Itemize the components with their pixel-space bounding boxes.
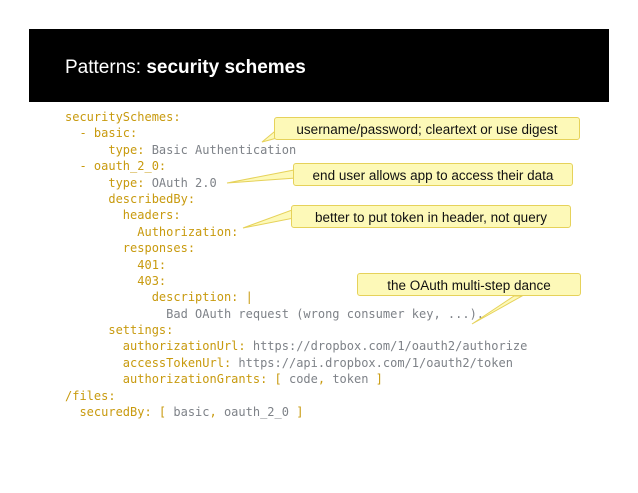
code-line: authorizationGrants: [ code, token ] (65, 371, 527, 387)
code-token: token (332, 372, 369, 387)
code-token: responses: (65, 241, 196, 256)
code-token: - (65, 126, 94, 141)
code-token: [ (274, 372, 289, 387)
code-token: ] (368, 372, 383, 387)
code-token: Basic Authentication (151, 142, 297, 157)
code-token: accessTokenUrl: (65, 355, 239, 370)
code-token: code (288, 372, 318, 387)
code-token: oauth_2_0 (223, 405, 289, 420)
callout-oauth-dance: the OAuth multi-step dance (357, 273, 581, 296)
code-line: type: OAuth 2.0 (65, 175, 527, 191)
code-line: headers: (65, 207, 527, 223)
code-line: Authorization: (65, 224, 527, 240)
code-token: OAuth 2.0 (151, 175, 217, 190)
code-token: https://api.dropbox.com/1/oauth2/token (238, 355, 513, 370)
code-line: - basic: (65, 125, 527, 141)
code-line: securedBy: [ basic, oauth_2_0 ] (65, 404, 527, 420)
code-line: Bad OAuth request (wrong consumer key, .… (65, 306, 527, 322)
code-token: oauth_2_0: (93, 159, 167, 174)
code-token: , (317, 372, 333, 387)
code-token: type: (65, 142, 152, 157)
code-line: accessTokenUrl: https://api.dropbox.com/… (65, 355, 527, 371)
callout-end-user-access: end user allows app to access their data (293, 163, 573, 186)
code-token: settings: (65, 323, 174, 338)
raml-code-block: securitySchemes: - basic: type: Basic Au… (65, 109, 527, 420)
slide-title: Patterns: security schemes (65, 57, 306, 79)
code-token: securedBy: (65, 405, 159, 420)
code-token: describedBy: (65, 191, 196, 206)
code-token: authorizationGrants: (65, 372, 275, 387)
callout-token-header: better to put token in header, not query (291, 205, 571, 228)
slide-title-bold: security schemes (146, 57, 306, 78)
slide-title-prefix: Patterns: (65, 57, 147, 78)
callout-basic-auth: username/password; cleartext or use dige… (274, 117, 580, 140)
code-line: securitySchemes: (65, 109, 527, 125)
code-token: headers: (65, 208, 181, 223)
code-line: description: | (65, 289, 527, 305)
code-token: securitySchemes: (65, 110, 181, 124)
code-token: - (65, 159, 94, 174)
code-token: authorizationUrl: (65, 339, 253, 354)
code-line: type: Basic Authentication (65, 142, 527, 158)
code-token: Authorization: (65, 224, 239, 239)
code-token: type: (65, 175, 152, 190)
code-token: 403: (65, 273, 167, 288)
code-token: description: | (65, 290, 253, 305)
code-line: /files: (65, 388, 527, 404)
code-token: Bad OAuth request (wrong consumer key, .… (65, 306, 485, 321)
code-token: ] (288, 405, 304, 420)
code-line: 403: (65, 273, 527, 289)
code-line: settings: (65, 322, 527, 338)
code-token: basic: (93, 126, 138, 141)
code-line: responses: (65, 240, 527, 256)
code-token: basic (173, 405, 210, 420)
code-line: - oauth_2_0: (65, 158, 527, 174)
code-token: /files: (65, 388, 116, 403)
code-line: authorizationUrl: https://dropbox.com/1/… (65, 338, 528, 354)
code-token: https://dropbox.com/1/oauth2/authorize (252, 339, 528, 354)
code-token: [ (158, 405, 174, 420)
code-line: 401: (65, 257, 527, 273)
code-token: 401: (65, 257, 167, 272)
slide-header: Patterns: security schemes (29, 29, 609, 102)
code-token: , (209, 405, 224, 420)
code-line: describedBy: (65, 191, 527, 207)
